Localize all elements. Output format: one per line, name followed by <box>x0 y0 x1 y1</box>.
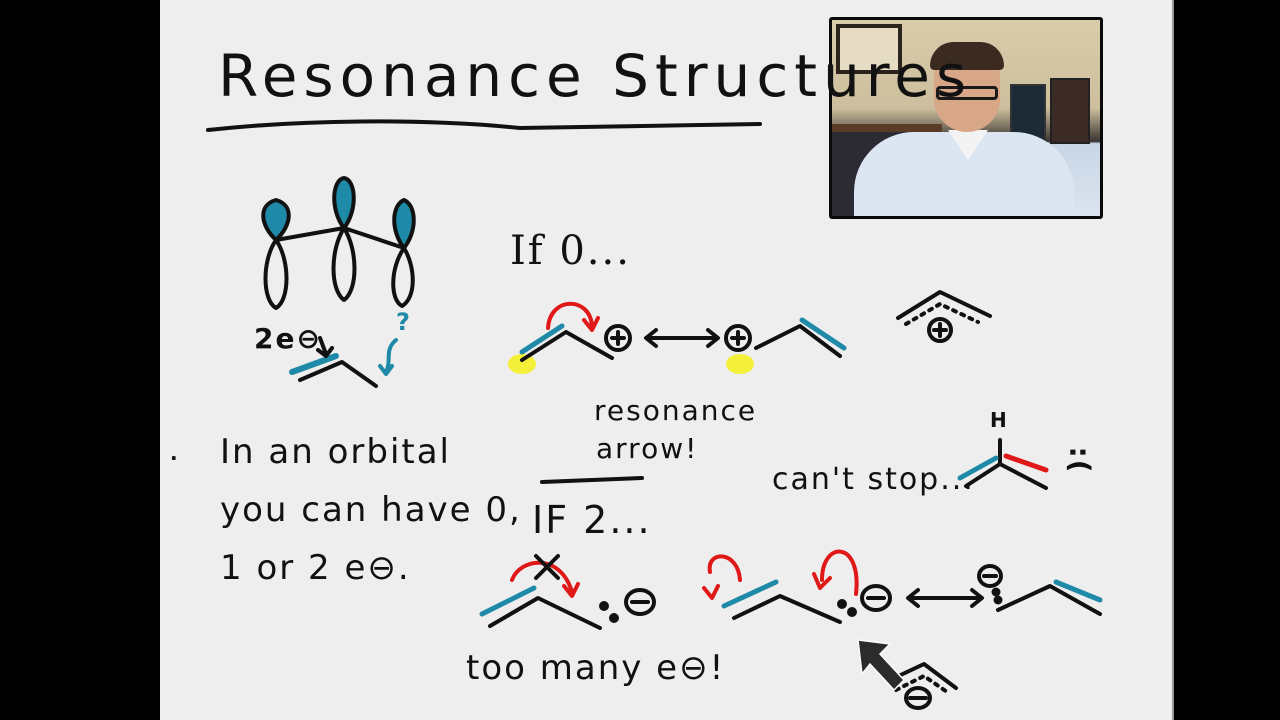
presenter-hair <box>930 42 1004 70</box>
question-mark: ? <box>396 308 412 336</box>
wall-poster <box>1050 78 1090 144</box>
if-two-label: IF 2... <box>532 498 652 542</box>
board-edge <box>1172 0 1174 720</box>
note-line1: In an orbital <box>220 432 451 472</box>
note-line3: 1 or 2 e⊖. <box>220 548 411 588</box>
if-zero-label: If 0... <box>510 228 631 274</box>
page-title: Resonance Structures <box>218 42 973 110</box>
sad-face: :( <box>1063 446 1097 475</box>
wall-frame <box>836 24 902 74</box>
bookshelf <box>832 124 942 132</box>
presenter-glasses <box>936 86 998 100</box>
too-many-electrons: too many e⊖! <box>466 648 726 688</box>
note-bullet: · <box>170 446 180 470</box>
webcam-scene <box>832 20 1100 216</box>
resonance-note-line2: arrow! <box>596 432 699 465</box>
hydrogen-atom: H <box>990 408 1009 432</box>
resonance-note-line1: resonance <box>594 394 758 427</box>
orbital-electron-label: 2e⊖ <box>254 322 322 355</box>
presenter-webcam <box>829 17 1103 219</box>
note-line2: you can have 0, <box>220 490 522 530</box>
cant-stop-label: can't stop... <box>772 462 975 497</box>
